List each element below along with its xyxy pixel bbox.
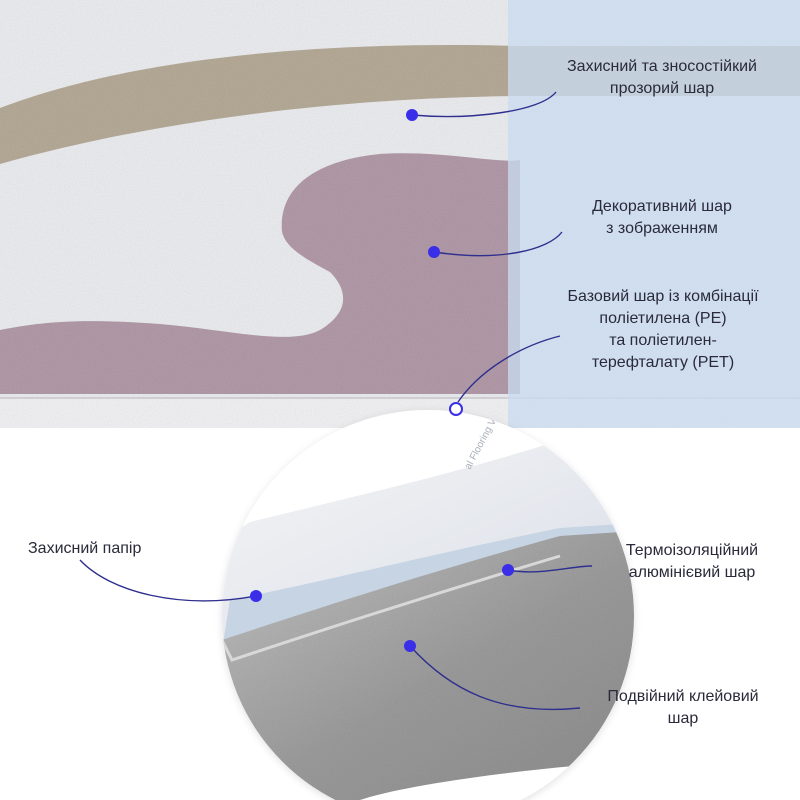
label-thermal-layer-line1: Термоізоляційний [625,542,759,559]
label-base-layer: Базовий шар із комбінації поліетилена (P… [536,286,790,374]
leader-adhesive-layer [409,645,581,711]
label-base-layer-line4: терефталату (PET) [591,354,735,371]
marker-protective-paper [250,590,262,602]
label-adhesive-layer-line2: шар [667,710,699,727]
label-base-layer-line2: поліетилена (PE) [599,310,727,327]
marker-base-layer [449,402,463,416]
label-thermal-layer-line2: алюмінієвий шар [628,564,756,581]
label-base-layer-line3: та поліетилен- [609,332,717,349]
label-decorative-layer-line2: з зображенням [606,220,718,237]
layers-closeup: al Flooring Vinyl [222,410,634,800]
aluminium-foil-layer [222,528,634,800]
label-base-layer-line1: Базовий шар із комбінації [567,288,759,305]
label-protective-layer-line1: Захисний та зносостійкий [567,58,757,75]
label-decorative-layer: Декоративний шар з зображенням [552,196,772,240]
label-protective-layer: Захисний та зносостійкий прозорий шар [536,56,788,100]
marker-adhesive-layer [404,640,416,652]
markers [250,109,514,652]
leader-protective-paper [79,559,257,602]
label-adhesive-layer: Подвійний клейовий шар [580,686,786,730]
leader-lines [79,91,593,711]
highlight-overlay [508,0,800,428]
label-adhesive-layer-line1: Подвійний клейовий [607,688,759,705]
label-protective-paper: Захисний папір [28,538,208,560]
leader-protective-layer [411,91,557,118]
marker-thermal-layer [502,564,514,576]
marker-decorative-layer [428,246,440,258]
leader-thermal-layer [507,565,593,573]
label-decorative-layer-line1: Декоративний шар [592,198,732,215]
label-thermal-layer: Термоізоляційний алюмінієвий шар [592,540,792,584]
leader-base-layer [457,335,561,403]
leader-decorative-layer [433,231,563,257]
label-protective-layer-line2: прозорий шар [609,80,715,97]
pattern-mauve-shape [0,153,520,394]
label-protective-paper-line1: Захисний папір [28,540,142,557]
marker-protective-layer [406,109,418,121]
